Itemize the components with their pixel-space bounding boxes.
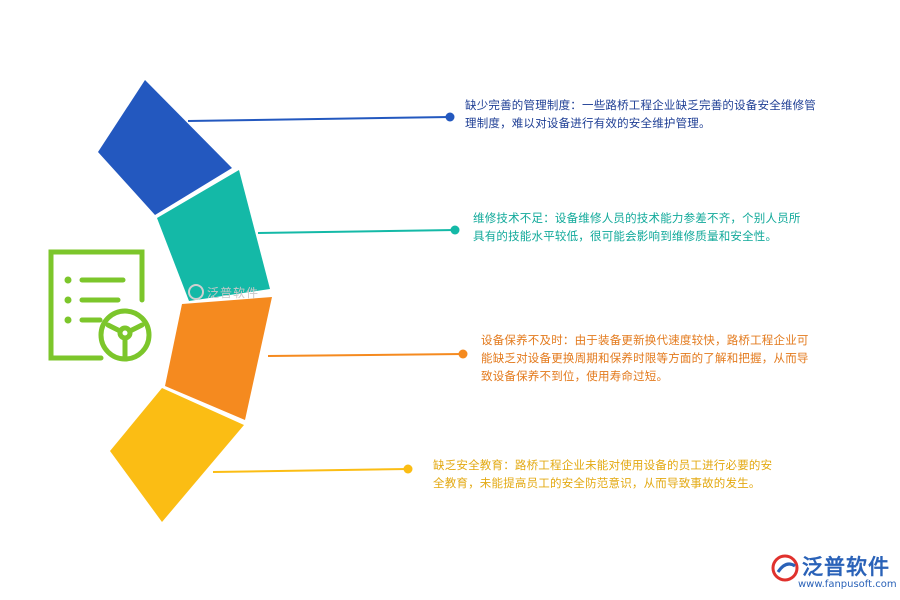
item-text-4: 缺乏安全教育：路桥工程企业未能对使用设备的员工进行必要的安全教育，未能提高员工的… [433, 458, 773, 490]
segment-2 [157, 170, 270, 301]
watermark: 泛普软件 [188, 284, 259, 301]
logo-name: 泛普软件 [802, 555, 890, 579]
connector-dot-3 [458, 349, 468, 359]
connector-dot-1 [445, 112, 455, 122]
item-text-2: 维修技术不足：设备维修人员的技术能力参差不齐，个别人员所具有的技能水平较低，很可… [473, 211, 801, 243]
item-text-3: 设备保养不及时：由于装备更新换代速度较快，路桥工程企业可能缺乏对设备更换周期和保… [481, 333, 809, 383]
logo-url: www.fanpusoft.com [798, 579, 897, 590]
watermark-icon [188, 284, 204, 300]
logo-icon [771, 554, 799, 582]
checklist-steering-wheel-icon [48, 249, 152, 362]
segment-3 [165, 297, 272, 420]
connector-2 [257, 229, 456, 234]
segment-4 [110, 388, 244, 522]
watermark-text: 泛普软件 [207, 286, 260, 300]
connector-4 [212, 468, 409, 473]
item-text-1: 缺少完善的管理制度：一些路桥工程企业缺乏完善的设备安全维修管理制度，难以对设备进… [465, 98, 816, 130]
segment-1 [98, 80, 232, 215]
connector-3 [267, 353, 464, 357]
connector-dot-2 [450, 225, 460, 235]
connector-dot-4 [403, 464, 413, 474]
connector-1 [187, 116, 451, 122]
